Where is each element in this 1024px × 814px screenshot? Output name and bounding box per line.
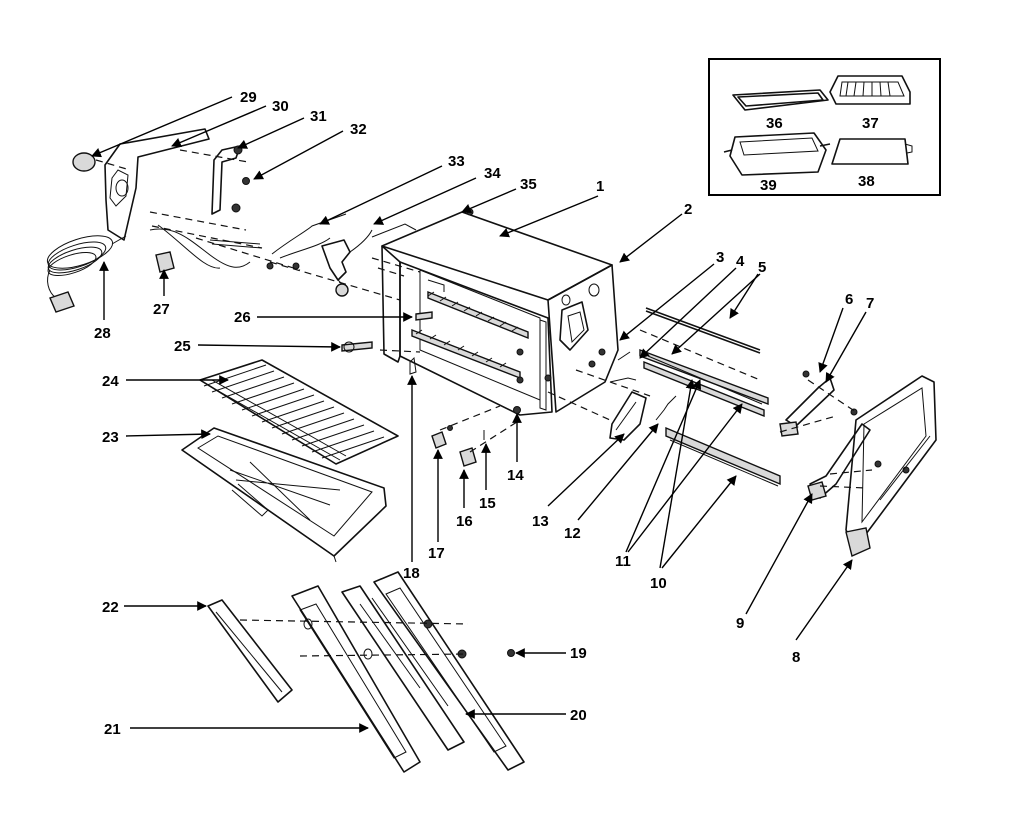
label-9: 9 xyxy=(736,615,744,632)
part-10-rail xyxy=(665,426,781,486)
part-17-foot xyxy=(431,431,447,449)
label-7: 7 xyxy=(866,295,874,312)
label-15: 15 xyxy=(479,495,496,512)
part-21-door-frame xyxy=(291,585,421,773)
part-38-crumb-tray xyxy=(831,138,913,165)
label-28: 28 xyxy=(94,325,111,342)
part-18-clip xyxy=(409,356,417,375)
label-23: 23 xyxy=(102,429,119,446)
label-31: 31 xyxy=(310,108,327,125)
part-3-rail xyxy=(643,360,765,418)
label-17: 17 xyxy=(428,545,445,562)
label-25: 25 xyxy=(174,338,191,355)
label-26: 26 xyxy=(234,309,251,326)
label-4: 4 xyxy=(736,253,745,270)
part-37-broil-pan xyxy=(829,75,911,105)
part-25-element-end xyxy=(341,341,373,352)
part-labels: 1 2 3 4 5 6 7 8 9 10 11 12 13 14 15 16 1… xyxy=(94,89,879,738)
label-24: 24 xyxy=(102,373,119,390)
label-6: 6 xyxy=(845,291,853,308)
label-14: 14 xyxy=(507,467,524,484)
label-29: 29 xyxy=(240,89,257,106)
part-14-screw xyxy=(513,406,521,414)
part-24-rack xyxy=(199,359,399,465)
label-10: 10 xyxy=(650,575,667,592)
label-35: 35 xyxy=(520,176,537,193)
part-34-thermostat xyxy=(321,239,351,281)
label-22: 22 xyxy=(102,599,119,616)
label-12: 12 xyxy=(564,525,581,542)
label-11: 11 xyxy=(615,553,631,570)
label-27: 27 xyxy=(153,301,170,318)
part-30-side-panel xyxy=(104,128,210,241)
label-1: 1 xyxy=(596,178,604,195)
part-23-bake-pan xyxy=(181,427,387,563)
part-16-foot xyxy=(459,447,477,467)
part-36-tray xyxy=(732,89,829,111)
part-31-switch xyxy=(211,145,241,215)
part-4-rail xyxy=(639,348,769,406)
label-21: 21 xyxy=(104,721,121,738)
part-6-screw xyxy=(802,370,810,378)
explosion-lines xyxy=(95,149,873,657)
label-8: 8 xyxy=(792,649,800,666)
label-30: 30 xyxy=(272,98,289,115)
label-33: 33 xyxy=(448,153,465,170)
label-13: 13 xyxy=(532,513,549,530)
part-1-oven-body xyxy=(371,208,619,416)
control-panel-assembly xyxy=(46,128,300,313)
part-8-side-panel xyxy=(845,375,937,557)
label-38: 38 xyxy=(858,173,875,190)
part-19-screw xyxy=(507,649,515,657)
label-18: 18 xyxy=(403,565,420,582)
label-36: 36 xyxy=(766,115,783,132)
thermostat-assembly xyxy=(271,213,373,297)
label-5: 5 xyxy=(758,259,766,276)
door-assembly xyxy=(207,571,525,773)
label-39: 39 xyxy=(760,177,777,194)
part-29-knob xyxy=(72,152,96,172)
part-5-rail xyxy=(645,307,761,351)
accessory-inset xyxy=(708,58,941,196)
part-20-glass xyxy=(341,585,465,751)
part-32-screw xyxy=(242,177,250,185)
label-16: 16 xyxy=(456,513,473,530)
part-12-spring xyxy=(655,395,677,421)
label-3: 3 xyxy=(716,249,724,266)
label-19: 19 xyxy=(570,645,587,662)
part-26-element-tip xyxy=(415,311,433,321)
part-27-connector xyxy=(155,251,175,273)
part-39-baking-dish xyxy=(723,132,831,176)
part-13-bracket xyxy=(609,391,647,441)
label-20: 20 xyxy=(570,707,587,724)
label-32: 32 xyxy=(350,121,367,138)
label-34: 34 xyxy=(484,165,501,182)
label-2: 2 xyxy=(684,201,692,218)
part-22-handle xyxy=(207,599,293,703)
part-28-power-cord xyxy=(46,235,127,313)
label-37: 37 xyxy=(862,115,879,132)
leader-lines xyxy=(91,96,867,733)
